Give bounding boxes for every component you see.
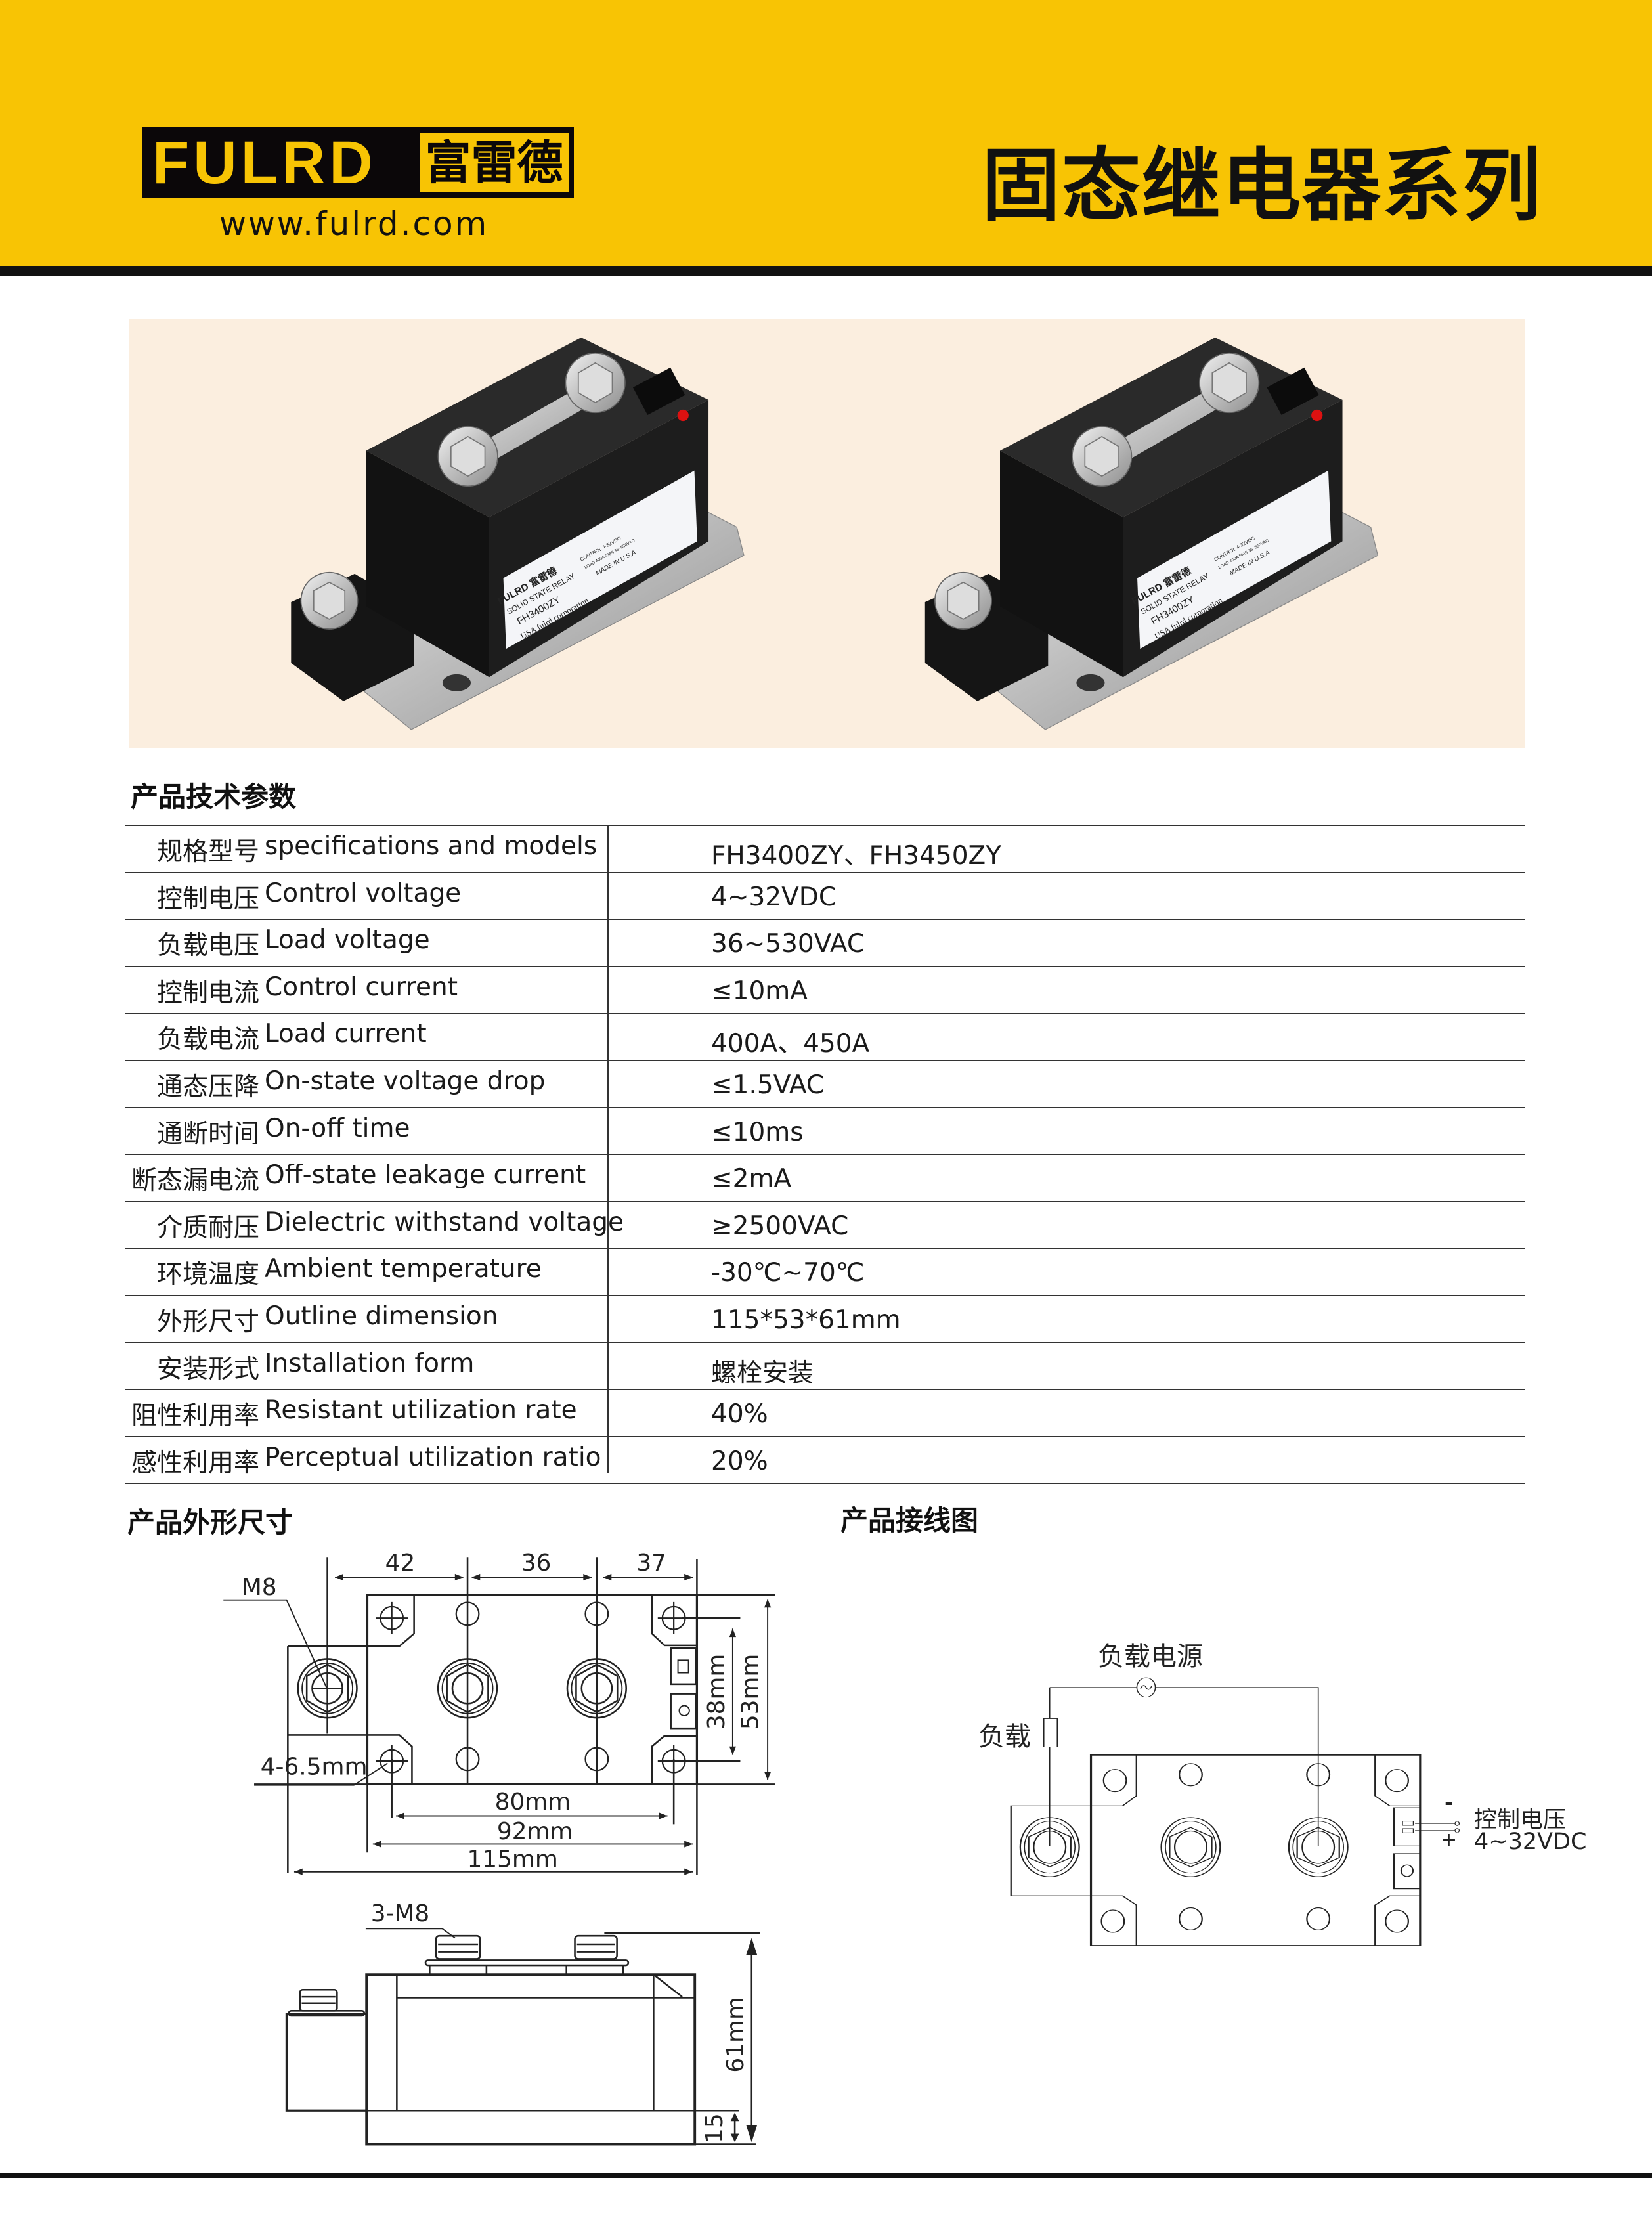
spec-label-cn: 控制电压 (156, 884, 259, 914)
spec-value: ≤1.5VAC (711, 1070, 825, 1100)
page-title: 固态继电器系列 (982, 141, 1542, 232)
load-power-label: 负载电源 (1098, 1642, 1203, 1672)
dim-37: 37 (636, 1550, 666, 1577)
spec-value: 115*53*61mm (711, 1305, 901, 1335)
spec-label-cn: 通断时间 (156, 1119, 259, 1149)
column-divider (607, 825, 609, 1473)
wiring-diagram (1010, 1677, 1460, 1946)
footer-divider (0, 2173, 1652, 2178)
spec-value: 20% (711, 1446, 768, 1476)
dimensions-title: 产品外形尺寸 (127, 1506, 293, 1538)
spec-label-cn: 安装形式 (156, 1354, 259, 1384)
spec-label-cn: 感性利用率 (131, 1448, 259, 1478)
spec-label-en: Dielectric withstand voltage (265, 1207, 624, 1237)
spec-label-cn: 环境温度 (156, 1260, 259, 1290)
dim-61: 61mm (722, 1997, 749, 2073)
spec-label-en: Off-state leakage current (265, 1160, 586, 1190)
spec-label-en: On-off time (265, 1113, 410, 1143)
control-voltage-label: 控制电压 (1474, 1807, 1567, 1833)
spec-label-en: Ambient temperature (265, 1254, 542, 1284)
spec-label-en: Outline dimension (265, 1301, 498, 1331)
logo-text-cn: 富雷德 (425, 136, 563, 190)
website-url: www.fulrd.com (219, 205, 489, 243)
logo-cn-box: 富雷德 (420, 133, 569, 192)
spec-label-cn: 通态压降 (156, 1072, 259, 1102)
dim-38: 38mm (703, 1654, 730, 1730)
spec-value: ≤10ms (711, 1117, 804, 1147)
spec-value: ≤2mA (711, 1164, 792, 1194)
product-photo-band: FULRD 富雷德 SOLID STATE RELAY FH3400ZY USA… (129, 319, 1525, 748)
spec-value: 36~530VAC (711, 929, 865, 959)
spec-value: 螺栓安装 (711, 1358, 814, 1388)
dim-m8: M8 (242, 1574, 277, 1601)
spec-label-cn: 介质耐压 (156, 1213, 259, 1243)
spec-value: 40% (711, 1399, 768, 1429)
spec-label-cn: 断态漏电流 (131, 1166, 259, 1196)
brand-logo: FULRD 富雷德 (142, 127, 574, 198)
spec-label-cn: 外形尺寸 (156, 1307, 259, 1337)
spec-label-en: Resistant utilization rate (265, 1395, 577, 1426)
dim-92: 92mm (497, 1818, 573, 1845)
spec-label-cn: 规格型号 (156, 837, 259, 867)
spec-label-en: Load voltage (265, 925, 430, 955)
spec-label-cn: 负载电流 (156, 1025, 259, 1055)
relay-photo-1: FULRD 富雷德 SOLID STATE RELAY FH3400ZY USA… (290, 336, 745, 731)
spec-label-en: Control current (265, 972, 458, 1002)
header-banner: FULRD 富雷德 www.fulrd.com 固态继电器系列 (0, 0, 1652, 266)
relay-photo-2: FULRD 富雷德 SOLID STATE RELAY FH3400ZY USA… (924, 336, 1379, 731)
spec-label-en: specifications and models (265, 831, 598, 861)
product-photos: FULRD 富雷德 SOLID STATE RELAY FH3400ZY USA… (290, 336, 1379, 731)
logo-text-en: FULRD (152, 129, 377, 196)
header-divider (0, 266, 1652, 276)
spec-value: FH3400ZY、FH3450ZY (711, 841, 1002, 871)
plus-sign: + (1441, 1829, 1458, 1852)
control-voltage-value: 4~32VDC (1474, 1829, 1587, 1855)
spec-value: 400A、450A (711, 1029, 870, 1059)
spec-label-cn: 负载电压 (156, 931, 259, 961)
spec-label-en: On-state voltage drop (265, 1066, 546, 1096)
dim-42: 42 (385, 1550, 416, 1577)
spec-value: -30℃~70℃ (711, 1258, 865, 1288)
spec-label-cn: 阻性利用率 (131, 1401, 259, 1431)
dim-3m8: 3-M8 (371, 1900, 430, 1927)
spec-value: 4~32VDC (711, 882, 837, 912)
spec-label-cn: 控制电流 (156, 978, 259, 1008)
wiring-title: 产品接线图 (840, 1504, 979, 1536)
dim-36: 36 (521, 1550, 552, 1577)
spec-label-en: Perceptual utilization ratio (265, 1442, 601, 1472)
dim-80: 80mm (495, 1789, 571, 1816)
dim-holes: 4-6.5mm (261, 1754, 368, 1781)
spec-label-en: Control voltage (265, 878, 462, 908)
spec-value: ≥2500VAC (711, 1211, 849, 1241)
specs-title: 产品技术参数 (131, 781, 297, 813)
spec-label-en: Load current (265, 1019, 427, 1049)
spec-value: ≤10mA (711, 976, 808, 1006)
dimension-drawing: 42 36 37 M8 4-6.5mm 80mm 92mm 115mm 38mm… (223, 1550, 775, 2146)
dim-53: 53mm (737, 1654, 764, 1730)
spec-label-en: Installation form (265, 1348, 475, 1378)
minus-sign: - (1445, 1790, 1454, 1815)
dim-115: 115mm (467, 1846, 557, 1873)
load-label: 负载 (978, 1722, 1031, 1752)
dim-15: 15 (701, 2113, 728, 2143)
